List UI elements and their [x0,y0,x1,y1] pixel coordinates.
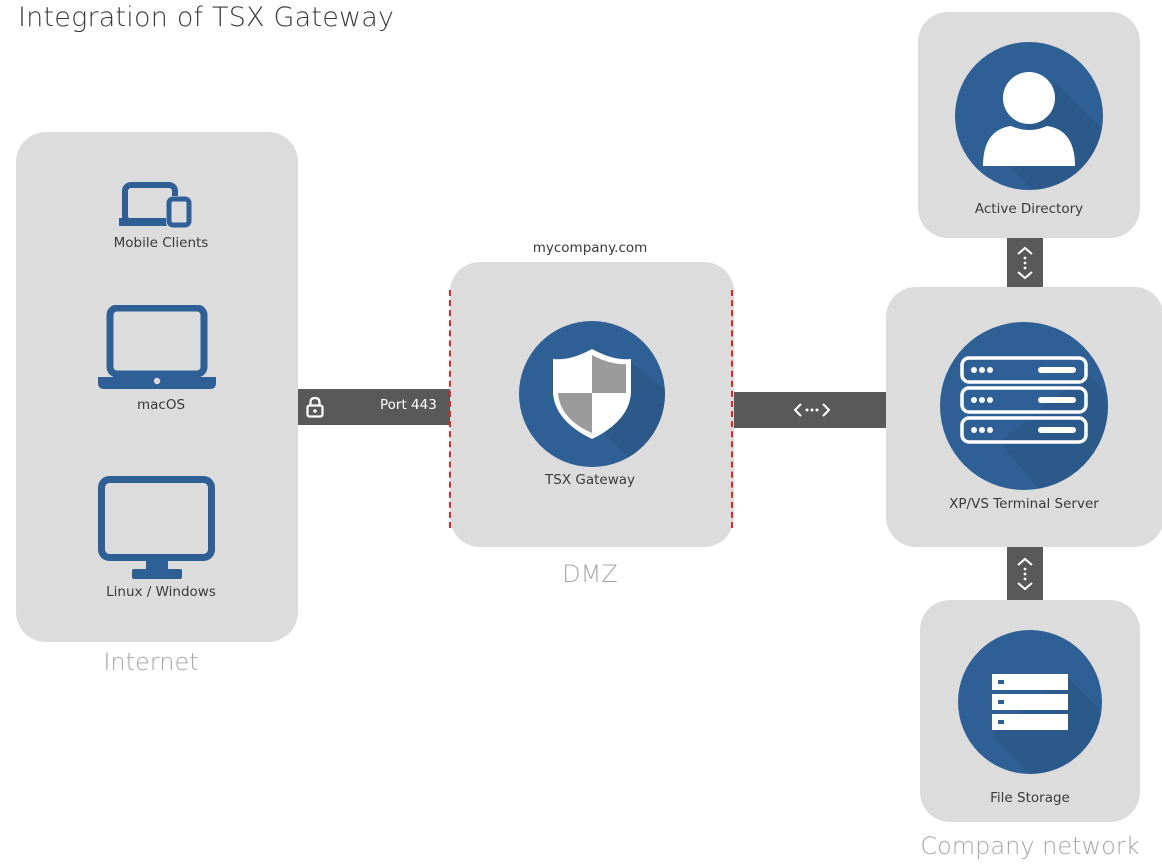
terminal-server-label: XP/VS Terminal Server [949,496,1099,512]
vertical-arrow-icon [1016,246,1034,280]
dmz-domain-label: mycompany.com [532,240,648,256]
dmz-left-border [449,290,451,528]
active-directory-node [955,42,1103,190]
dmz-right-border [731,290,733,528]
zone-label-dmz: DMZ [562,560,618,588]
client-label-desktop: Linux / Windows [106,584,216,600]
bidirectional-arrow-icon [794,402,830,418]
tsx-gateway-label: TSX Gateway [545,472,635,488]
file-storage-icon [992,674,1102,774]
laptop-icon [98,305,216,391]
file-storage-label: File Storage [990,790,1070,806]
page-title: Integration of TSX Gateway [18,2,395,33]
zone-label-company-network: Company network [920,832,1140,860]
user-icon [983,72,1103,190]
port-label: Port 443 [380,397,437,413]
active-directory-label: Active Directory [974,201,1084,217]
mobile-devices-icon [119,180,199,230]
zone-label-internet: Internet [103,648,199,676]
server-rack-icon [960,356,1108,490]
client-label-macos: macOS [136,397,186,413]
file-storage-node [958,630,1102,774]
client-label-mobile: Mobile Clients [113,235,209,251]
tsx-gateway-node [519,321,665,467]
vertical-arrow-icon [1016,557,1034,591]
desktop-monitor-icon [98,476,216,582]
shield-icon [553,349,665,467]
terminal-server-node [940,322,1108,490]
lock-icon [306,396,324,418]
